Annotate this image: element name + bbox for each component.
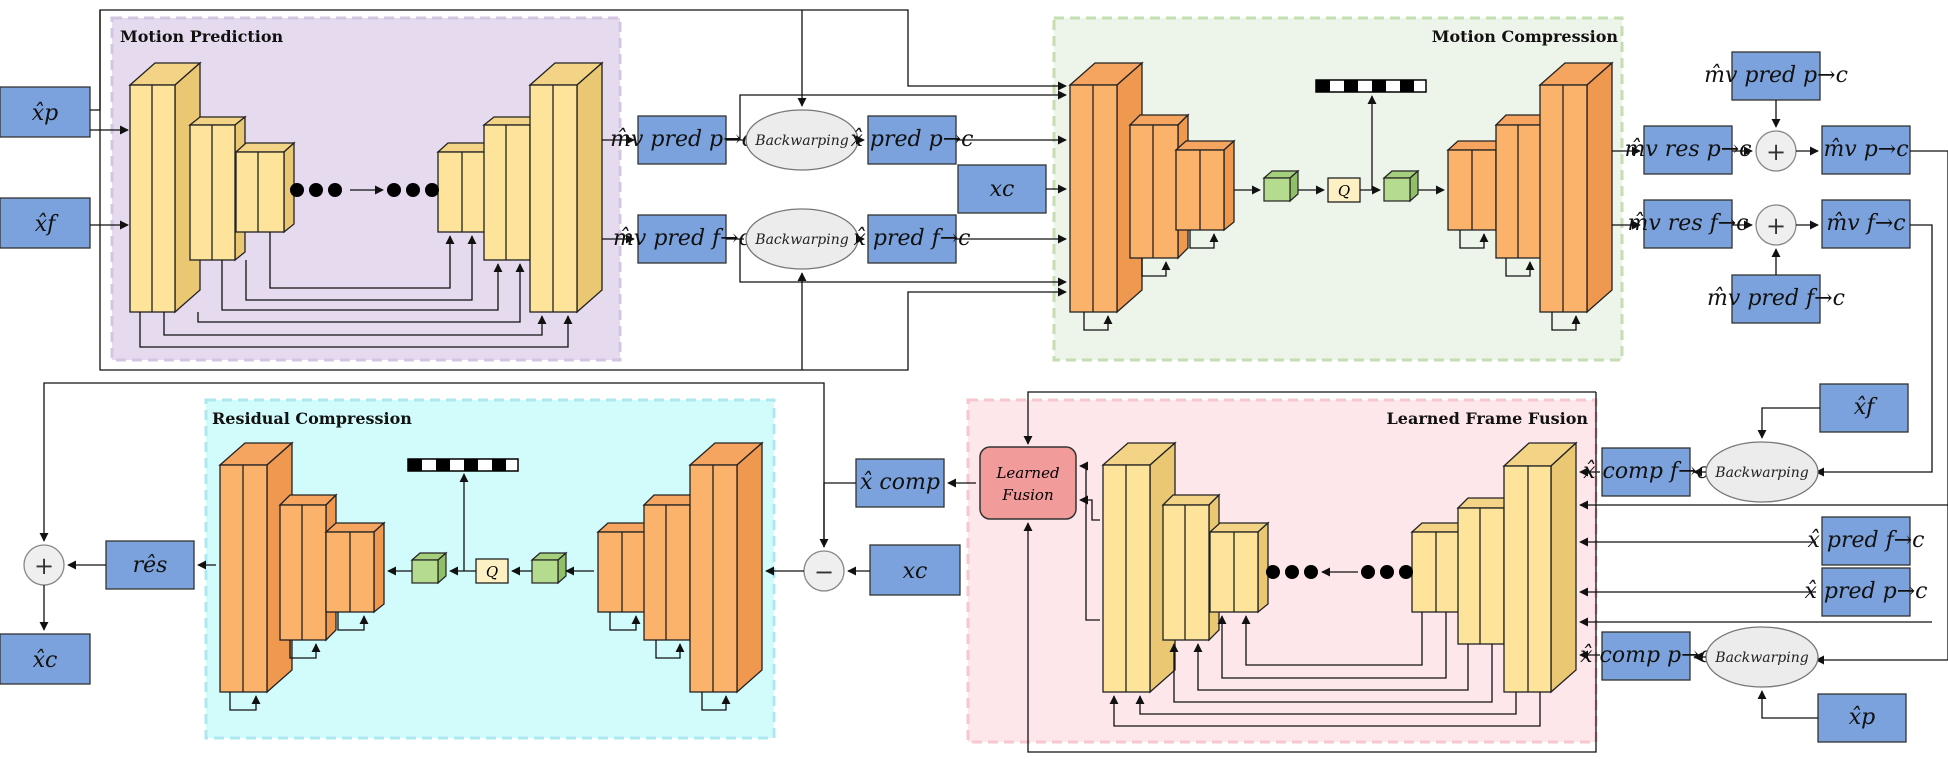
learned-frame-fusion-title: Learned Frame Fusion bbox=[1387, 409, 1589, 428]
add-node-fc-symbol: + bbox=[1766, 212, 1786, 240]
xc-label-bottom: xc bbox=[903, 559, 928, 584]
mv-fc-box bbox=[1821, 199, 1911, 249]
x-comp-label: x̂ comp bbox=[860, 470, 940, 495]
subtract-node-symbol: − bbox=[814, 558, 834, 586]
motion-bitstream bbox=[1315, 79, 1427, 93]
x-comp-box bbox=[855, 458, 945, 508]
mv-pc-label: m̂v p→c bbox=[1823, 137, 1908, 162]
backwarping-bottom-1-label: Backwarping bbox=[1714, 465, 1808, 481]
xf-hat-label-right: x̂f bbox=[1854, 395, 1878, 420]
motion-prediction-dots bbox=[290, 183, 439, 197]
xp-hat-box bbox=[0, 86, 91, 138]
motion-prediction-unet bbox=[128, 61, 604, 314]
x-pred-pc-box bbox=[867, 115, 957, 165]
x-comp-pc-box bbox=[1601, 631, 1691, 681]
residual-compression-title: Residual Compression bbox=[212, 409, 412, 428]
learned-frame-fusion-skips bbox=[1109, 612, 1541, 727]
x-pred-fc-label: x̂ pred f→c bbox=[854, 226, 971, 251]
x-pred-fc-label-right: x̂ pred f→c bbox=[1808, 528, 1925, 553]
x-pred-pc-box-right bbox=[1821, 567, 1911, 617]
mv-res-fc-box bbox=[1643, 199, 1733, 249]
mv-res-pc-label: m̂v res p→c bbox=[1625, 137, 1752, 162]
xc-hat-label: x̂c bbox=[33, 648, 58, 673]
x-comp-fc-box bbox=[1601, 447, 1691, 497]
add-node-final-symbol: + bbox=[34, 552, 54, 580]
learned-fusion-line2: Fusion bbox=[1001, 486, 1053, 504]
learned-frame-fusion-dots bbox=[1266, 565, 1413, 579]
xc-box-top bbox=[957, 164, 1047, 214]
x-pred-pc-label-right: x̂ pred p→c bbox=[1805, 579, 1928, 604]
learned-fusion-box bbox=[979, 446, 1077, 520]
motion-quantizer bbox=[1327, 177, 1361, 203]
motion-quantizer-label: Q bbox=[1338, 182, 1350, 200]
xp-hat-label-right: x̂p bbox=[1849, 705, 1876, 730]
motion-compression-title: Motion Compression bbox=[1432, 27, 1619, 46]
xc-hat-box bbox=[0, 633, 91, 685]
mv-res-fc-label: m̂v res f→c bbox=[1628, 211, 1749, 236]
learned-fusion-line1: Learned bbox=[995, 464, 1059, 482]
residual-bitstream bbox=[407, 458, 519, 472]
x-pred-pc-label: x̂ pred p→c bbox=[851, 127, 974, 152]
res-hat-label: rês bbox=[133, 553, 168, 578]
xf-hat-box-right bbox=[1819, 383, 1909, 433]
mv-pred-fc-box bbox=[637, 214, 727, 264]
backwarping-top-1-label: Backwarping bbox=[754, 133, 848, 149]
motion-compression-encoder bbox=[1068, 61, 1236, 314]
x-comp-fc-label: x̂ comp f→c bbox=[1583, 459, 1709, 484]
mv-pred-pc-box bbox=[637, 115, 727, 165]
mv-res-pc-box bbox=[1643, 125, 1733, 175]
backwarping-top-2-label: Backwarping bbox=[754, 232, 848, 248]
mv-pred-fc-box-right bbox=[1731, 274, 1821, 324]
residual-compression-encoder bbox=[596, 441, 764, 694]
xc-label-top: xc bbox=[990, 177, 1015, 202]
residual-compression-decoder bbox=[218, 441, 386, 694]
mv-pred-fc-label-right: m̂v pred f→c bbox=[1707, 286, 1845, 311]
add-node-pc-symbol: + bbox=[1766, 138, 1786, 166]
motion-compression-latent-cubes bbox=[1262, 169, 1420, 203]
xf-hat-label: x̂f bbox=[35, 212, 59, 237]
backwarping-bottom-2-label: Backwarping bbox=[1714, 650, 1808, 666]
x-comp-pc-label: x̂ comp p→c bbox=[1580, 643, 1712, 668]
xc-box-bottom bbox=[869, 544, 961, 596]
xf-hat-box bbox=[0, 197, 91, 249]
residual-compression-latent-cubes bbox=[410, 551, 568, 585]
motion-prediction-skips bbox=[139, 232, 573, 348]
learned-frame-fusion-unet bbox=[1101, 441, 1578, 694]
mv-fc-label: m̂v f→c bbox=[1826, 211, 1905, 236]
motion-prediction-title: Motion Prediction bbox=[120, 27, 284, 46]
x-pred-fc-box-right bbox=[1821, 516, 1911, 566]
mv-pred-pc-box-right bbox=[1731, 51, 1821, 101]
xp-hat-label: x̂p bbox=[32, 101, 59, 126]
motion-compression-decoder bbox=[1446, 61, 1614, 314]
mv-pred-pc-label-right: m̂v pred p→c bbox=[1704, 63, 1848, 88]
mv-pc-box bbox=[1821, 125, 1911, 175]
residual-quantizer-label: Q bbox=[486, 563, 498, 581]
